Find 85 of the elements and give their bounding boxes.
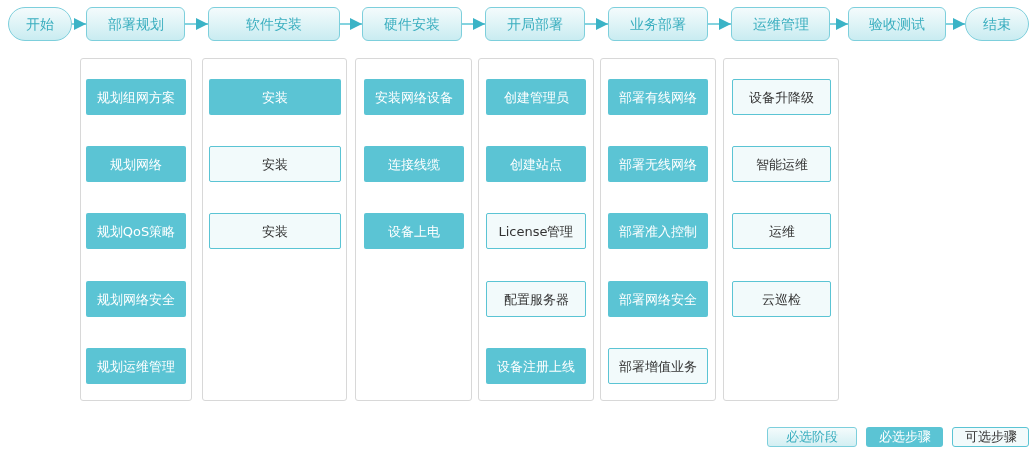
arrow [945, 18, 966, 30]
step-label: 规划组网方案 [97, 89, 175, 105]
terminal-node [8, 7, 72, 41]
step-label: 运维 [768, 223, 795, 239]
required-step-box [486, 79, 586, 115]
legend-label: 必选阶段 [786, 428, 838, 446]
step-label: 连接线缆 [388, 156, 440, 172]
step-label: 智能运维 [755, 156, 808, 172]
step-label: 创建管理员 [503, 89, 569, 105]
step-label: 安装 [262, 89, 288, 105]
required-step-box [364, 213, 464, 249]
step-label: 开局部署 [507, 16, 563, 32]
phase-box [86, 7, 185, 41]
optional-step-box [732, 213, 831, 249]
step-label: 部署无线网络 [619, 156, 697, 172]
step-label: 软件安装 [246, 16, 302, 32]
required-step-box [608, 79, 708, 115]
required-step-box [86, 348, 186, 384]
required-step-box [608, 213, 708, 249]
step-label: 设备上电 [388, 223, 440, 239]
optional-step-box [486, 281, 586, 317]
phase-box [848, 7, 946, 41]
step-label: 部署规划 [107, 16, 164, 32]
required-step-box [608, 146, 708, 182]
step-label: 结束 [983, 16, 1011, 32]
required-step-box [364, 79, 464, 115]
required-step-box [86, 281, 186, 317]
required-step-box [86, 146, 186, 182]
column-panel [478, 58, 594, 401]
step-label: 规划运维管理 [97, 358, 175, 374]
step-label: 创建站点 [510, 156, 562, 172]
required-step-box [364, 146, 464, 182]
step-label: 开始 [26, 16, 54, 32]
step-label: 配置服务器 [503, 291, 569, 307]
column-panel [202, 58, 347, 401]
legend-label: 可选步骤 [964, 428, 1017, 446]
arrow [829, 18, 849, 30]
step-label: License管理 [498, 223, 574, 239]
step-label: 运维管理 [752, 16, 809, 32]
column-panel [80, 58, 192, 401]
optional-step-box [732, 146, 831, 182]
optional-step-box [209, 146, 341, 182]
phase-box [208, 7, 340, 41]
arrow [584, 18, 609, 30]
optional-step-box [732, 79, 831, 115]
phase-box [362, 7, 462, 41]
column-panel [355, 58, 472, 401]
required-step-box [486, 348, 586, 384]
column-panel [600, 58, 716, 401]
phase-box [608, 7, 708, 41]
arrow [71, 18, 87, 30]
phase-box [485, 7, 585, 41]
required-step-box [486, 146, 586, 182]
step-label: 部署网络安全 [619, 291, 697, 307]
step-label: 安装 [262, 156, 288, 172]
optional-step-box [732, 281, 831, 317]
step-label: 设备注册上线 [497, 358, 575, 374]
step-label: 规划QoS策略 [96, 223, 176, 239]
arrow [461, 18, 486, 30]
step-label: 部署准入控制 [619, 223, 697, 239]
step-label: 验收测试 [869, 16, 925, 32]
step-label: 业务部署 [630, 16, 686, 32]
column-panel [723, 58, 839, 401]
required-step-box [86, 79, 186, 115]
terminal-node [965, 7, 1029, 41]
step-label: 规划网络 [110, 156, 162, 172]
required-step-box [86, 213, 186, 249]
step-label: 云巡检 [762, 291, 801, 307]
optional-step-box [209, 213, 341, 249]
step-label: 设备升降级 [749, 89, 814, 105]
step-label: 安装网络设备 [375, 89, 453, 105]
arrow [707, 18, 732, 30]
phase-box [731, 7, 830, 41]
arrow [184, 18, 209, 30]
required-step-box [608, 281, 708, 317]
optional-step-box [608, 348, 708, 384]
arrow [339, 18, 363, 30]
step-label: 硬件安装 [384, 16, 440, 32]
legend-label: 必选步骤 [878, 428, 931, 446]
step-label: 部署有线网络 [619, 89, 697, 105]
optional-step-box [486, 213, 586, 249]
required-step-box [209, 79, 341, 115]
step-label: 部署增值业务 [619, 358, 697, 374]
step-label: 规划网络安全 [97, 291, 175, 307]
step-label: 安装 [262, 223, 288, 239]
